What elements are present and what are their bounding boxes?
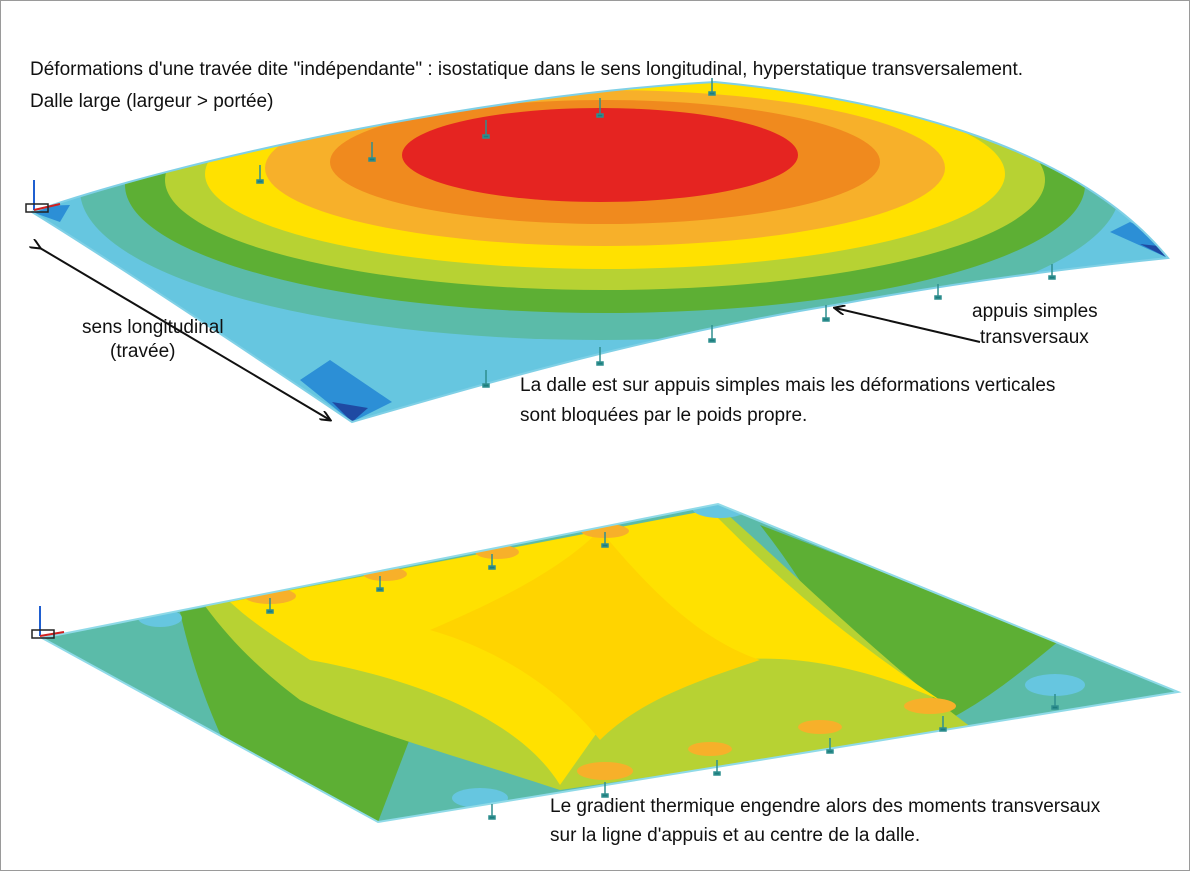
figure-title: Déformations d'une travée dite "indépend… [30, 59, 1024, 80]
top-note-line1: La dalle est sur appuis simples mais les… [520, 375, 1056, 396]
figure-subtitle: Dalle large (largeur > portée) [30, 91, 274, 112]
longitudinal-label-line2: (travée) [110, 341, 176, 362]
supports-arrow [835, 308, 981, 343]
support-markers-top [256, 78, 1056, 388]
longitudinal-label-line1: sens longitudinal [82, 317, 224, 338]
bottom-note-line1: Le gradient thermique engendre alors des… [550, 796, 1101, 817]
axis-triad-icon-bottom [31, 606, 65, 639]
longitudinal-arrow [40, 248, 330, 420]
thermal-moment-contour [39, 502, 1182, 824]
support-markers-bottom [266, 532, 1059, 820]
top-note-line2: sont bloquées par le poids propre. [520, 405, 808, 426]
supports-label-line1: appuis simples [972, 301, 1098, 322]
bottom-note-line2: sur la ligne d'appuis et au centre de la… [550, 825, 921, 846]
supports-label-line2: transversaux [980, 327, 1089, 348]
axis-triad-icon [25, 180, 61, 213]
